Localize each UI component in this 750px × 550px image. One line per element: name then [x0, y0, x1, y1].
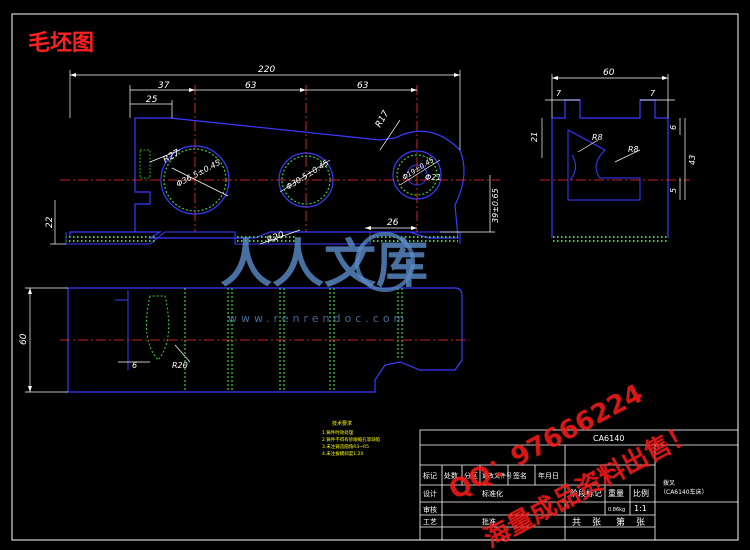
side-view: 60 7 7 21 6 43 5 R8 R8	[530, 68, 697, 242]
side-dim-43: 43	[688, 155, 697, 165]
title-block	[419, 429, 739, 541]
side-dim-60: 60	[603, 68, 615, 78]
dim-37: 37	[158, 81, 170, 91]
dim-22: 22	[45, 216, 55, 228]
left-boss-marks	[139, 149, 151, 179]
label-process: 工艺	[423, 518, 437, 526]
label-scale: 比例	[633, 488, 649, 498]
bottom-dim-6: 6	[132, 361, 137, 370]
side-dim-r8b: R8	[628, 145, 639, 154]
side-outline	[551, 99, 669, 238]
bottom-dim-r20: R20	[172, 361, 188, 370]
label-date: 年月日	[538, 471, 559, 480]
drawing-title: 毛坯图	[28, 31, 94, 56]
side-slot	[567, 129, 641, 201]
label-page: 第	[616, 516, 625, 528]
dim-phi-mid: Φ30.5±0.45	[284, 158, 330, 191]
notes-line: 3.未注铸造圆角R3~R5	[322, 443, 369, 450]
dim-63b: 63	[357, 81, 369, 91]
bottom-outline	[67, 287, 463, 393]
watermark-logo-text: 人人文库	[220, 235, 428, 295]
label-change-doc: 更改文件号	[482, 472, 512, 480]
label-count: 处数	[444, 471, 458, 480]
label-design: 设计	[423, 489, 437, 498]
watermark-logo-icon	[355, 232, 415, 292]
label-stage-mark: 阶段标记	[570, 488, 602, 498]
watermark-url: www.renrendoc.com	[228, 312, 408, 325]
bottom-dim-60: 60	[19, 333, 29, 345]
side-hatch	[552, 234, 668, 242]
weight-value: 0.86kg	[608, 507, 625, 513]
hole-right-inner	[396, 154, 438, 196]
side-dim-6: 6	[669, 125, 678, 130]
title-block-text: CA6140 拨叉 （CA6140车床） 标记 处数 分区 更改文件号 签名 年…	[423, 434, 708, 528]
dim-phi-left: Φ36.5±0.45	[175, 158, 222, 189]
dim-side-vert: 39±0.65	[491, 188, 500, 223]
side-dim-5: 5	[669, 188, 678, 193]
notes-line: 2.铸件不得有砂眼缩孔等缺陷	[322, 436, 381, 443]
notes-line: 4.未注拔模斜度1:20	[322, 450, 364, 457]
label-sheet2: 张	[636, 517, 645, 528]
notes-line: 1.铸件时效处理	[322, 429, 354, 436]
technical-notes: 技术要求 1.铸件时效处理 2.铸件不得有砂眼缩孔等缺陷 3.未注铸造圆角R3~…	[322, 420, 381, 457]
label-zone: 分区	[464, 471, 478, 480]
front-hatch-left	[66, 236, 156, 244]
side-dim-7b: 7	[650, 89, 656, 98]
front-hatch-right	[370, 236, 458, 244]
label-check: 审核	[423, 505, 437, 514]
label-standard: 标准化	[482, 489, 503, 498]
dim-phi-small: Φ21	[425, 173, 441, 182]
part-name-sub: （CA6140车床）	[660, 488, 708, 496]
dim-63a: 63	[245, 81, 257, 91]
label-approve: 批准	[482, 517, 496, 526]
dim-overall: 220	[258, 65, 275, 75]
part-name: 拨叉	[663, 479, 675, 487]
side-dim-r8a: R8	[592, 133, 603, 142]
scale-value: 1:1	[634, 504, 647, 513]
bottom-view: 60 6 R20	[19, 287, 470, 393]
label-sign: 签名	[513, 471, 527, 480]
front-hatch-mid	[235, 236, 295, 244]
notes-heading: 技术要求	[332, 420, 352, 427]
dim-25: 25	[146, 95, 158, 105]
label-weight: 重量	[608, 488, 624, 498]
drawing-frame	[11, 13, 739, 541]
label-total: 共	[572, 517, 581, 528]
dim-r17: R17	[374, 109, 392, 130]
label-mark: 标记	[423, 471, 437, 480]
drawing-number: CA6140	[593, 434, 624, 443]
dim-26: 26	[387, 218, 399, 228]
label-sheet: 张	[592, 517, 601, 528]
bottom-left-boss	[145, 295, 170, 361]
side-dim-21: 21	[530, 132, 539, 142]
side-dim-7a: 7	[556, 89, 562, 98]
